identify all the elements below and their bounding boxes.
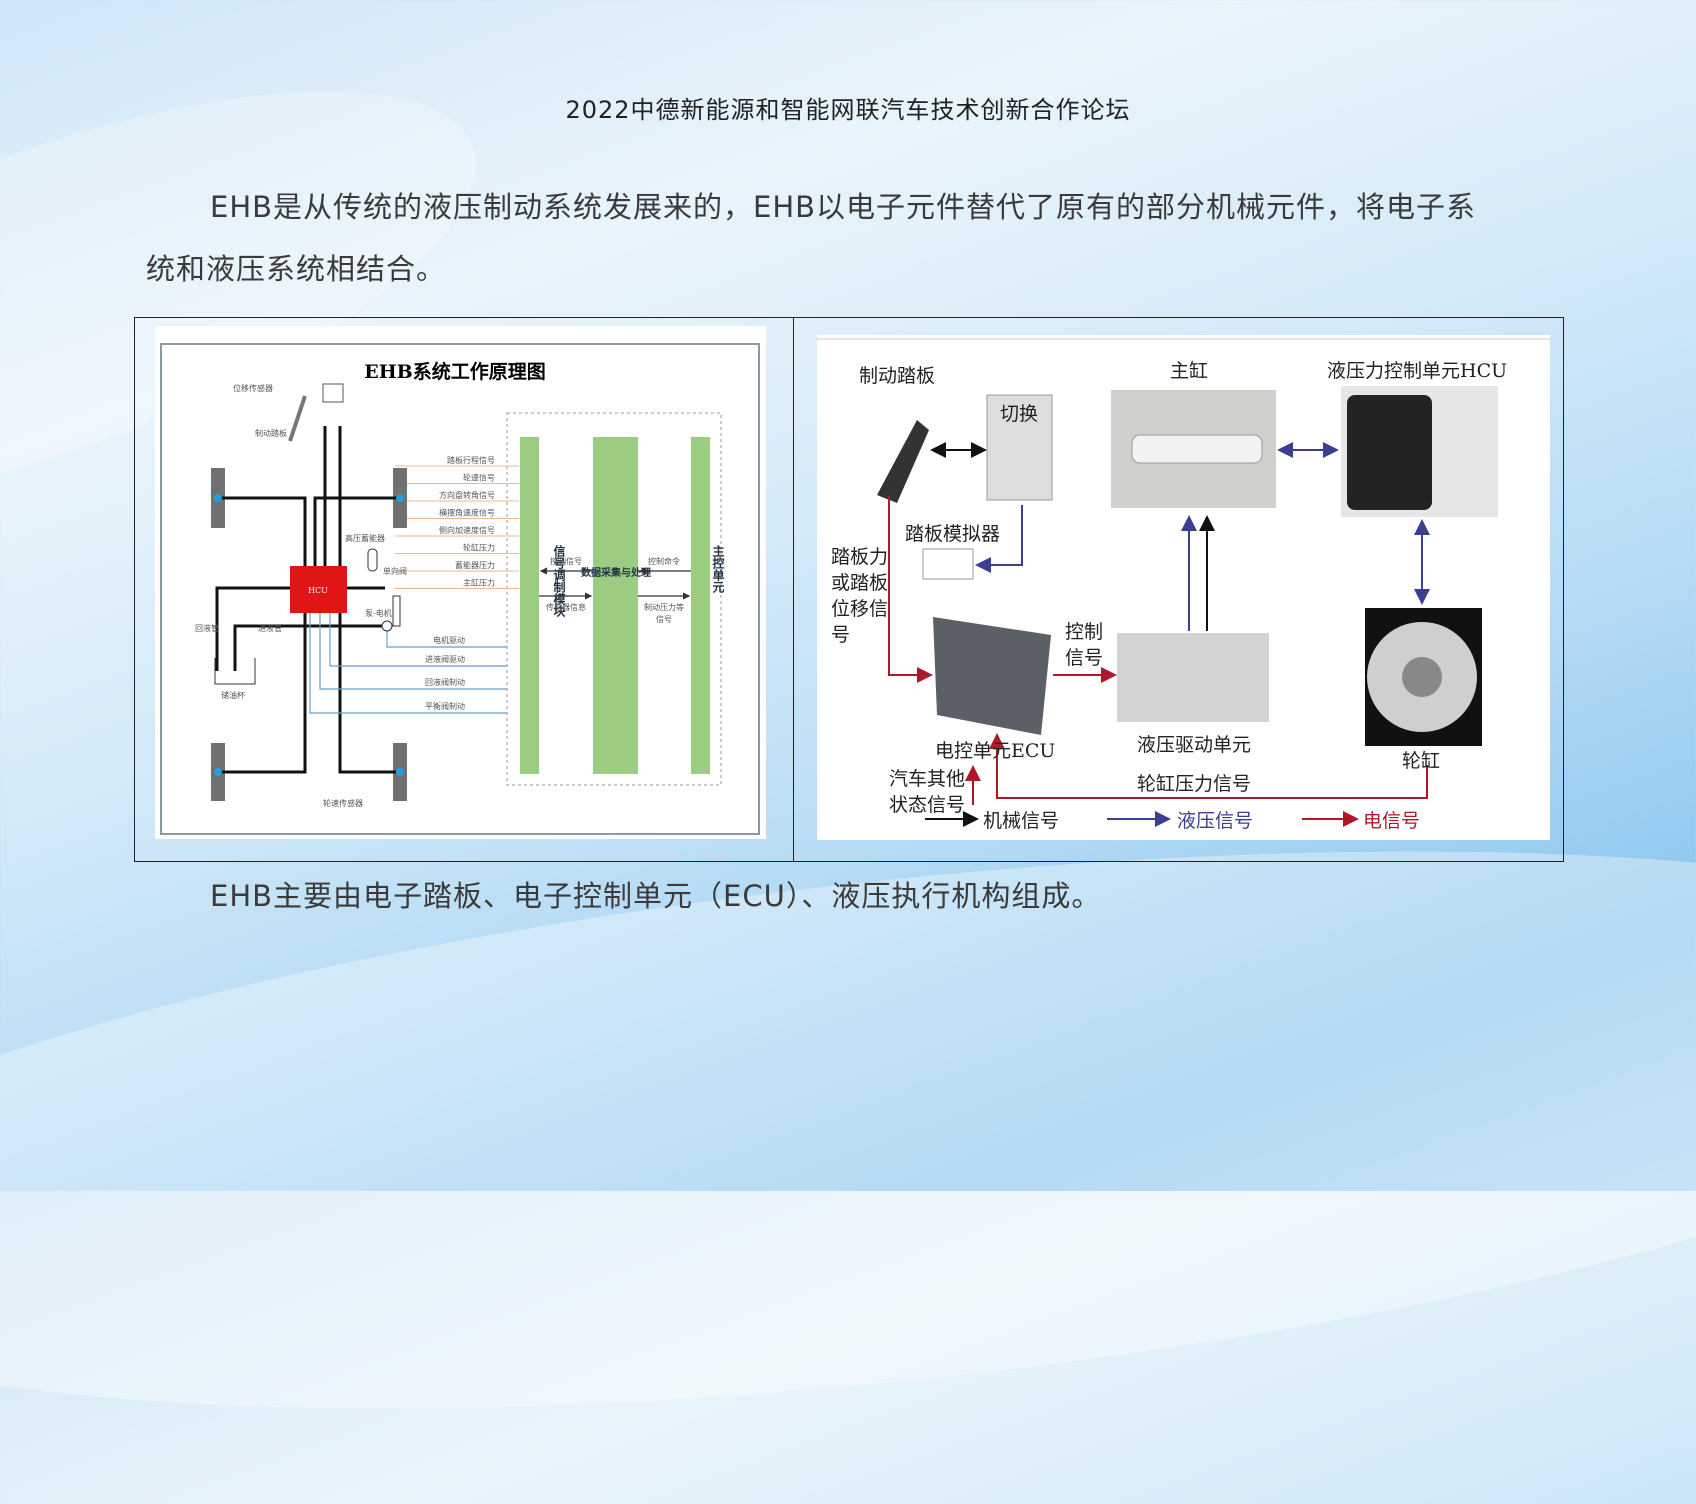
ehb-component-diagram: 制动踏板 切换 主缸 液压力控制单元HCU 踏板模拟器 踏板力 或踏板 位移信 … <box>817 335 1550 840</box>
figure-divider <box>793 318 794 861</box>
input-signal-label: 轮速信号 <box>463 473 495 483</box>
wheel-speed-sensor-label: 轮速传感器 <box>323 798 363 808</box>
accumulator-label: 高压蓄能器 <box>345 533 385 543</box>
return-pipe-label: 回液管 <box>195 623 219 633</box>
hcu-block <box>290 566 347 613</box>
pedal-simulator-label: 踏板模拟器 <box>905 523 1000 545</box>
legend: 机械信号 液压信号 电信号 <box>925 810 1420 832</box>
data-module-label: 数据采集与处理 <box>581 566 651 579</box>
page-header-title: 2022中德新能源和智能网联汽车技术创新合作论坛 <box>565 96 1131 124</box>
data-module-bar <box>593 437 638 774</box>
master-cylinder-icon <box>322 383 344 403</box>
legend-hydraulic: 液压信号 <box>1177 810 1253 832</box>
pedal-signal-line-3: 位移信 <box>831 598 888 620</box>
pedal-signal-line-1: 踏板力 <box>831 546 888 568</box>
input-signal-label: 主缸压力 <box>463 578 495 588</box>
legend-mechanical: 机械信号 <box>983 810 1059 832</box>
input-signal-label: 横摆角速度信号 <box>439 508 495 518</box>
pedal-signal-line-4: 号 <box>831 624 850 646</box>
reservoir-label: 储油杯 <box>221 690 245 700</box>
brake-pressure-label: 制动压力等 <box>644 602 684 612</box>
control-signal-line-2: 信号 <box>1065 647 1103 669</box>
check-valve-label: 单向阀 <box>383 566 407 576</box>
hcu-label: HCU <box>308 586 328 595</box>
pump-icon <box>392 595 401 627</box>
paragraph-2: EHB主要由电子踏板、电子控制单元（ECU）、液压执行机构组成。 <box>210 879 1102 913</box>
ehb-principle-svg: EHB系统工作原理图 信号调制模块 数据采集与处理 主控单元 控制信号 传感器信… <box>160 343 760 835</box>
hydraulic-drive-label: 液压驱动单元 <box>1137 734 1251 756</box>
master-cylinder-label: 主缸 <box>1170 360 1208 382</box>
ehb-principle-diagram: EHB系统工作原理图 信号调制模块 数据采集与处理 主控单元 控制信号 传感器信… <box>155 326 766 839</box>
diagram-title: EHB系统工作原理图 <box>364 360 546 383</box>
other-status-line-2: 状态信号 <box>889 794 965 816</box>
switch-label: 切换 <box>1000 403 1038 425</box>
input-signal-label: 轮缸压力 <box>463 543 495 553</box>
input-signal-label: 踏板行程信号 <box>447 455 495 465</box>
paragraph-1-line-2: 统和液压系统相结合。 <box>146 252 447 286</box>
pedal-signal-line-2: 或踏板 <box>831 572 888 594</box>
ecu-label: 电控单元ECU <box>935 740 1055 762</box>
pump-motor-label: 泵-电机 <box>365 608 392 618</box>
diagram-border <box>160 343 760 835</box>
brake-pedal-photo <box>877 420 929 503</box>
switch-box <box>986 394 1053 501</box>
brake-pedal-icon <box>288 395 307 442</box>
input-signal-label: 侧向加速度信号 <box>439 525 495 535</box>
displacement-sensor-label: 位移传感器 <box>233 383 273 393</box>
ehb-component-svg: 制动踏板 切换 主缸 液压力控制单元HCU 踏板模拟器 踏板力 或踏板 位移信 … <box>817 338 1550 832</box>
pedal-simulator-icon <box>922 548 974 580</box>
main-control-bar <box>691 437 710 774</box>
wheel-pressure-signal-label: 轮缸压力信号 <box>1137 773 1251 795</box>
input-signal-label: 蓄能器压力 <box>455 560 495 570</box>
output-signal-label: 电机驱动 <box>433 635 465 645</box>
output-signal-label: 回液阀制动 <box>425 677 465 687</box>
wheel-cylinder-label: 轮缸 <box>1402 750 1440 772</box>
control-box <box>506 412 722 786</box>
sensor-info-label: 传感器信息 <box>546 602 586 612</box>
brake-pedal-label: 制动踏板 <box>255 428 287 438</box>
motor-icon <box>381 620 393 632</box>
background-wave <box>0 755 1696 1504</box>
control-signal-line-1: 控制 <box>1065 621 1103 643</box>
input-signal-label: 方向盘转角信号 <box>439 490 495 500</box>
inlet-pipe-label: 进液管 <box>258 623 282 633</box>
output-signal-label: 平衡阀制动 <box>425 701 465 711</box>
reservoir-icon <box>214 658 256 685</box>
ecu-photo <box>933 617 1051 735</box>
accumulator-icon <box>367 548 378 572</box>
control-command-label: 控制命令 <box>648 556 680 566</box>
output-signal-label: 进液阀驱动 <box>425 654 465 664</box>
legend-electric: 电信号 <box>1363 810 1420 832</box>
hcu-label: 液压力控制单元HCU <box>1327 360 1507 382</box>
other-status-line-1: 汽车其他 <box>889 768 965 790</box>
figure-frame: EHB系统工作原理图 信号调制模块 数据采集与处理 主控单元 控制信号 传感器信… <box>134 317 1564 862</box>
hydraulic-drive-photo <box>1117 633 1269 722</box>
signal-module-bar <box>520 437 539 774</box>
brake-pressure-label-2: 信号 <box>656 614 672 624</box>
paragraph-1-line-1: EHB是从传统的液压制动系统发展来的，EHB以电子元件替代了原有的部分机械元件，… <box>210 190 1477 224</box>
control-signal-label: 控制信号 <box>550 556 582 566</box>
brake-pedal-label: 制动踏板 <box>859 365 935 387</box>
